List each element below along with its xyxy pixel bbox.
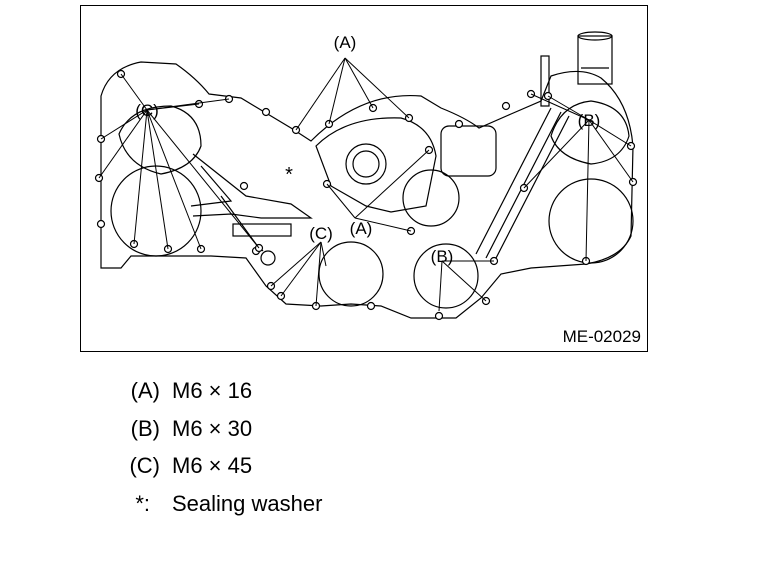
legend-key: *: (135, 490, 150, 516)
diagram-id: ME-02029 (562, 327, 641, 346)
center-housing (315, 117, 437, 213)
timing-belt-cover-drawing: (A) (A) (B) (B) (C) (C) * (94, 31, 638, 321)
legend-key: (B) (130, 415, 160, 441)
legend-value: M6 × 45 (172, 453, 253, 478)
cover-outline (100, 61, 634, 319)
callout-b-bottom: (B) (431, 247, 454, 266)
legend-value: M6 × 16 (172, 378, 253, 403)
right-upper-pulley (550, 100, 630, 165)
callout-c-left: (C) (135, 101, 159, 120)
idler-pulley-2 (318, 241, 384, 307)
grommet (260, 250, 276, 266)
left-lower-pulley (110, 165, 202, 257)
oil-filler-tube (577, 35, 613, 85)
callout-b-right: (B) (578, 111, 601, 130)
legend-key: (C) (129, 453, 160, 478)
timing-cover-diagram: (A) (A) (B) (B) (C) (C) * ME-02029 (80, 5, 648, 352)
asterisk-marker: * (285, 164, 293, 186)
callout-c-bottom: (C) (309, 224, 333, 243)
legend-value: Sealing washer (172, 490, 323, 516)
legend-key: (A) (130, 378, 160, 403)
right-lower-pulley (548, 178, 634, 264)
lower-center-pulley (413, 243, 479, 309)
right-upper-block (440, 125, 497, 177)
legend-value: M6 × 30 (172, 415, 253, 441)
callout-a-top: (A) (334, 33, 357, 52)
callout-a-mid: (A) (350, 219, 373, 238)
left-upper-pulley (118, 105, 202, 175)
cover-plate (232, 223, 292, 237)
idler-pulley-1 (402, 169, 460, 227)
crank-sprocket (345, 143, 387, 185)
